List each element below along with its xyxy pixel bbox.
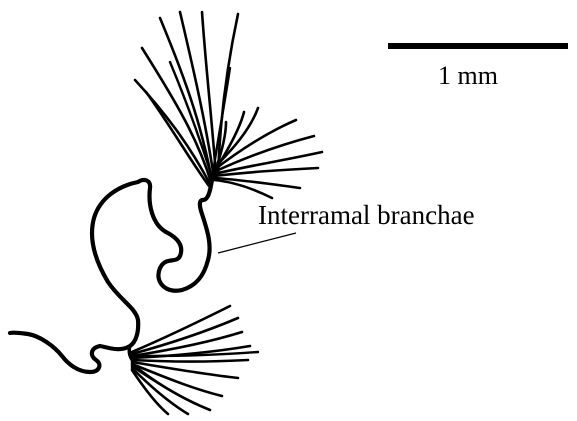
annotation-label: Interramal branchae: [258, 200, 475, 230]
scale-bar-label: 1 mm: [438, 61, 498, 90]
leader-line: [218, 233, 296, 253]
scale-bar: 1 mm: [388, 43, 568, 90]
parapodial-lobe-outline: [10, 180, 212, 372]
lower-chaetae-bundle: [132, 306, 258, 414]
scale-bar-line: [388, 43, 568, 49]
interramal-branchiae-annotation: Interramal branchae: [218, 200, 475, 253]
upper-chaetae-bundle: [135, 12, 322, 198]
